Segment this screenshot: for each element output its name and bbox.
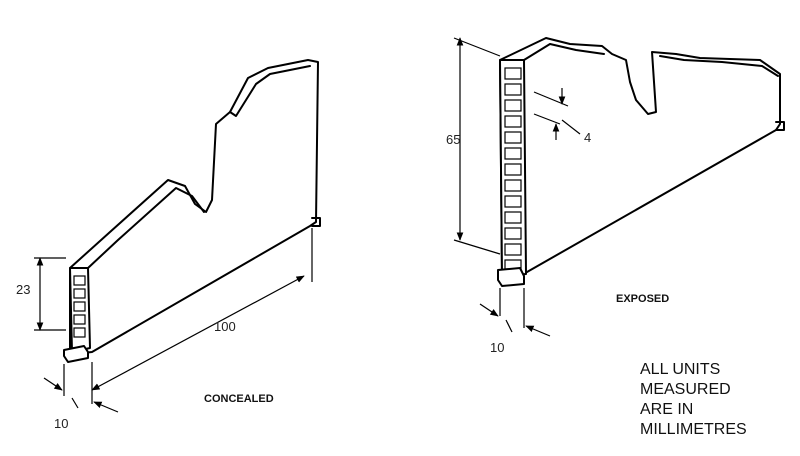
exposed-vent-base-lip (497, 267, 525, 287)
exposed-slot-label: 4 (584, 130, 591, 145)
concealed-vent-slots (73, 275, 86, 338)
exposed-vent (497, 37, 785, 287)
concealed-vent-base-lip (63, 345, 89, 363)
concealed-height-dimension: 23 (16, 257, 66, 331)
exposed-width-label: 10 (490, 340, 504, 355)
concealed-caption: CONCEALED (204, 393, 274, 405)
exposed-width-dimension: 10 (479, 288, 551, 355)
concealed-vent-top-ridge (87, 65, 311, 269)
exposed-vent-end-face (499, 59, 527, 277)
exposed-vent-end-nub (775, 121, 785, 131)
concealed-vent (63, 59, 321, 363)
concealed-length-label: 100 (214, 319, 236, 334)
units-note-line: MEASURED (640, 381, 731, 398)
exposed-vent-slots (504, 67, 522, 270)
units-note-line: ALL UNITS (640, 361, 721, 378)
units-note-line: MILLIMETRES (640, 421, 747, 438)
exposed-vent-top-ridge (523, 43, 779, 77)
concealed-width-dimension: 10 (43, 362, 119, 431)
concealed-height-label: 23 (16, 282, 30, 297)
exposed-height-dimension: 65 (446, 37, 501, 255)
concealed-vent-end-nub (311, 217, 321, 227)
exposed-slot-dimension: 4 (533, 88, 591, 145)
concealed-length-dimension: 100 (91, 228, 313, 391)
exposed-vent-body (499, 37, 781, 277)
exposed-height-label: 65 (446, 132, 460, 147)
concealed-vent-body (69, 59, 319, 355)
units-note: ALL UNITS MEASURED ARE IN MILLIMETRES (640, 360, 790, 440)
exposed-caption: EXPOSED (616, 293, 669, 305)
concealed-width-label: 10 (54, 416, 68, 431)
concealed-vent-end-face (69, 267, 91, 353)
units-note-line: ARE IN (640, 401, 694, 418)
